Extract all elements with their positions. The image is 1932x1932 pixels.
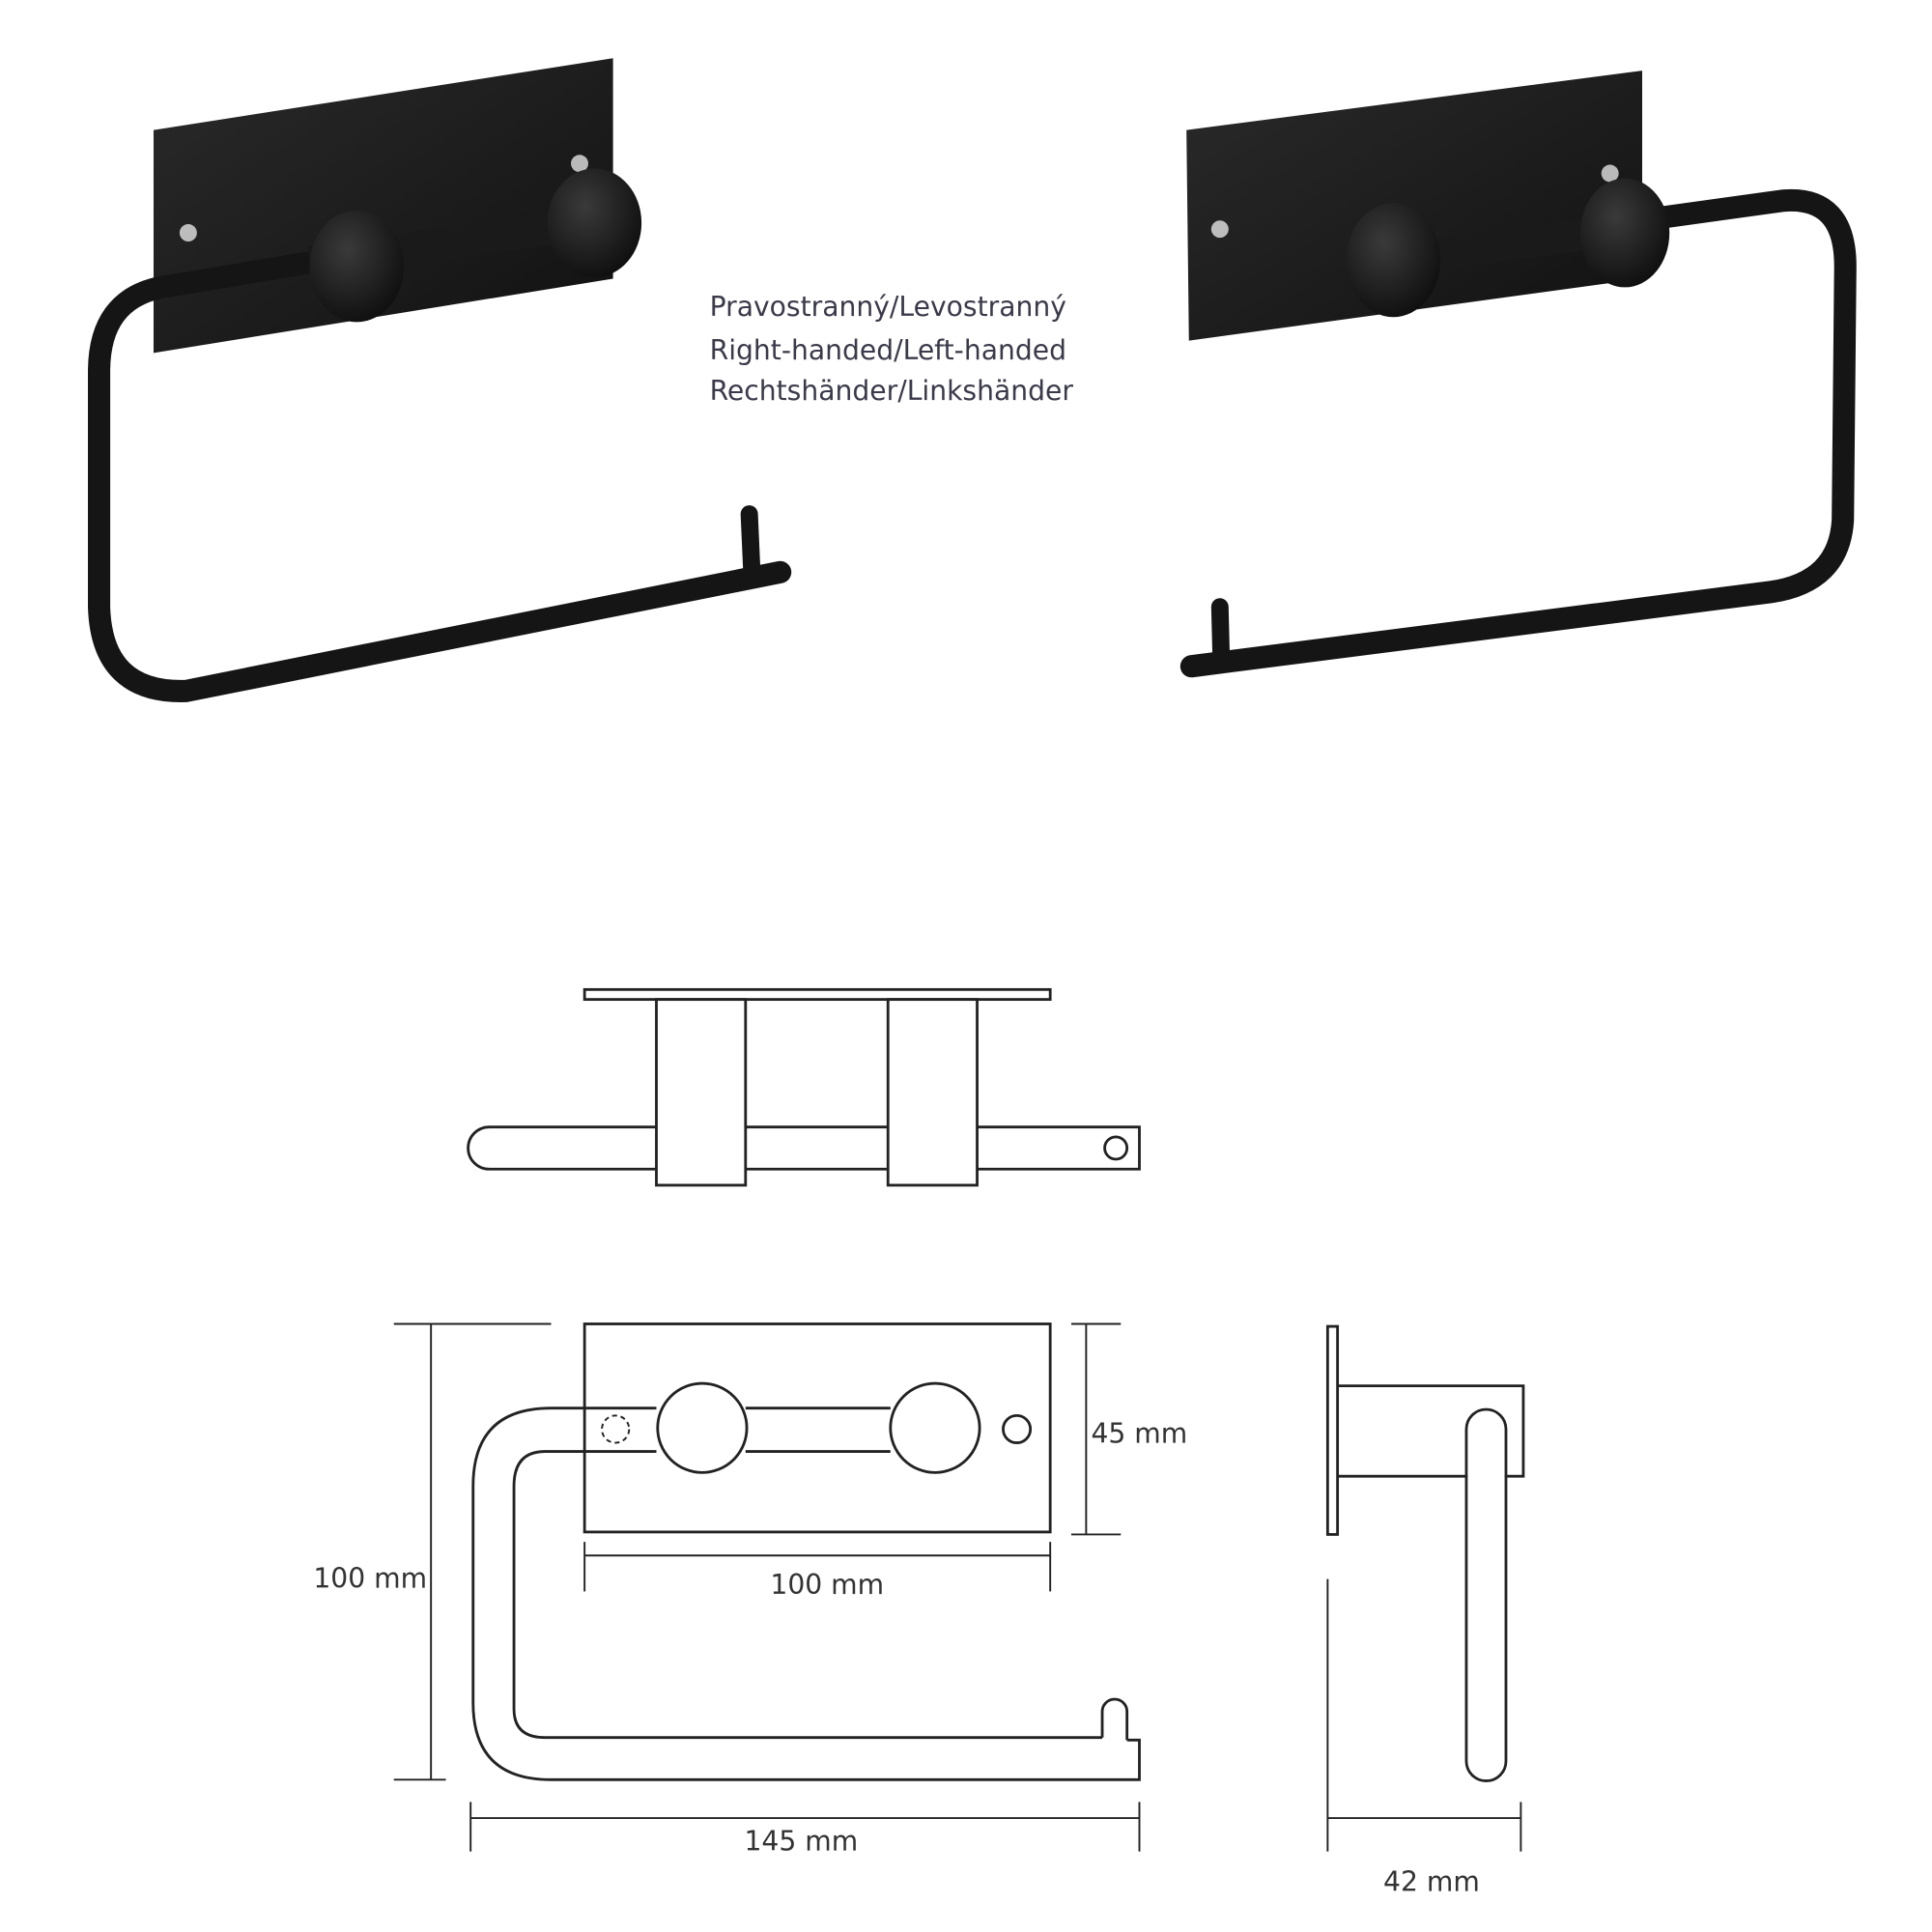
caption-line-czech: Pravostranný/Levostranný (710, 291, 1066, 323)
dimension-total-width: 145 mm (745, 1825, 859, 1857)
dimension-total-height: 100 mm (313, 1563, 427, 1595)
dimension-plate-width: 100 mm (770, 1569, 884, 1601)
front-view-drawing (471, 1322, 1141, 1781)
dimension-depth: 42 mm (1383, 1866, 1480, 1898)
top-view-drawing (467, 987, 1141, 1187)
right-handed-holder-render (1179, 71, 1857, 678)
caption-line-german: Rechtshänder/Linkshänder (710, 375, 1074, 407)
caption-line-english: Right-handed/Left-handed (710, 334, 1066, 366)
left-handed-holder-render (88, 58, 792, 702)
dimension-plate-height: 45 mm (1091, 1418, 1187, 1450)
dimension-lines (393, 1322, 1522, 1852)
side-view-drawing (1325, 1324, 1525, 1783)
